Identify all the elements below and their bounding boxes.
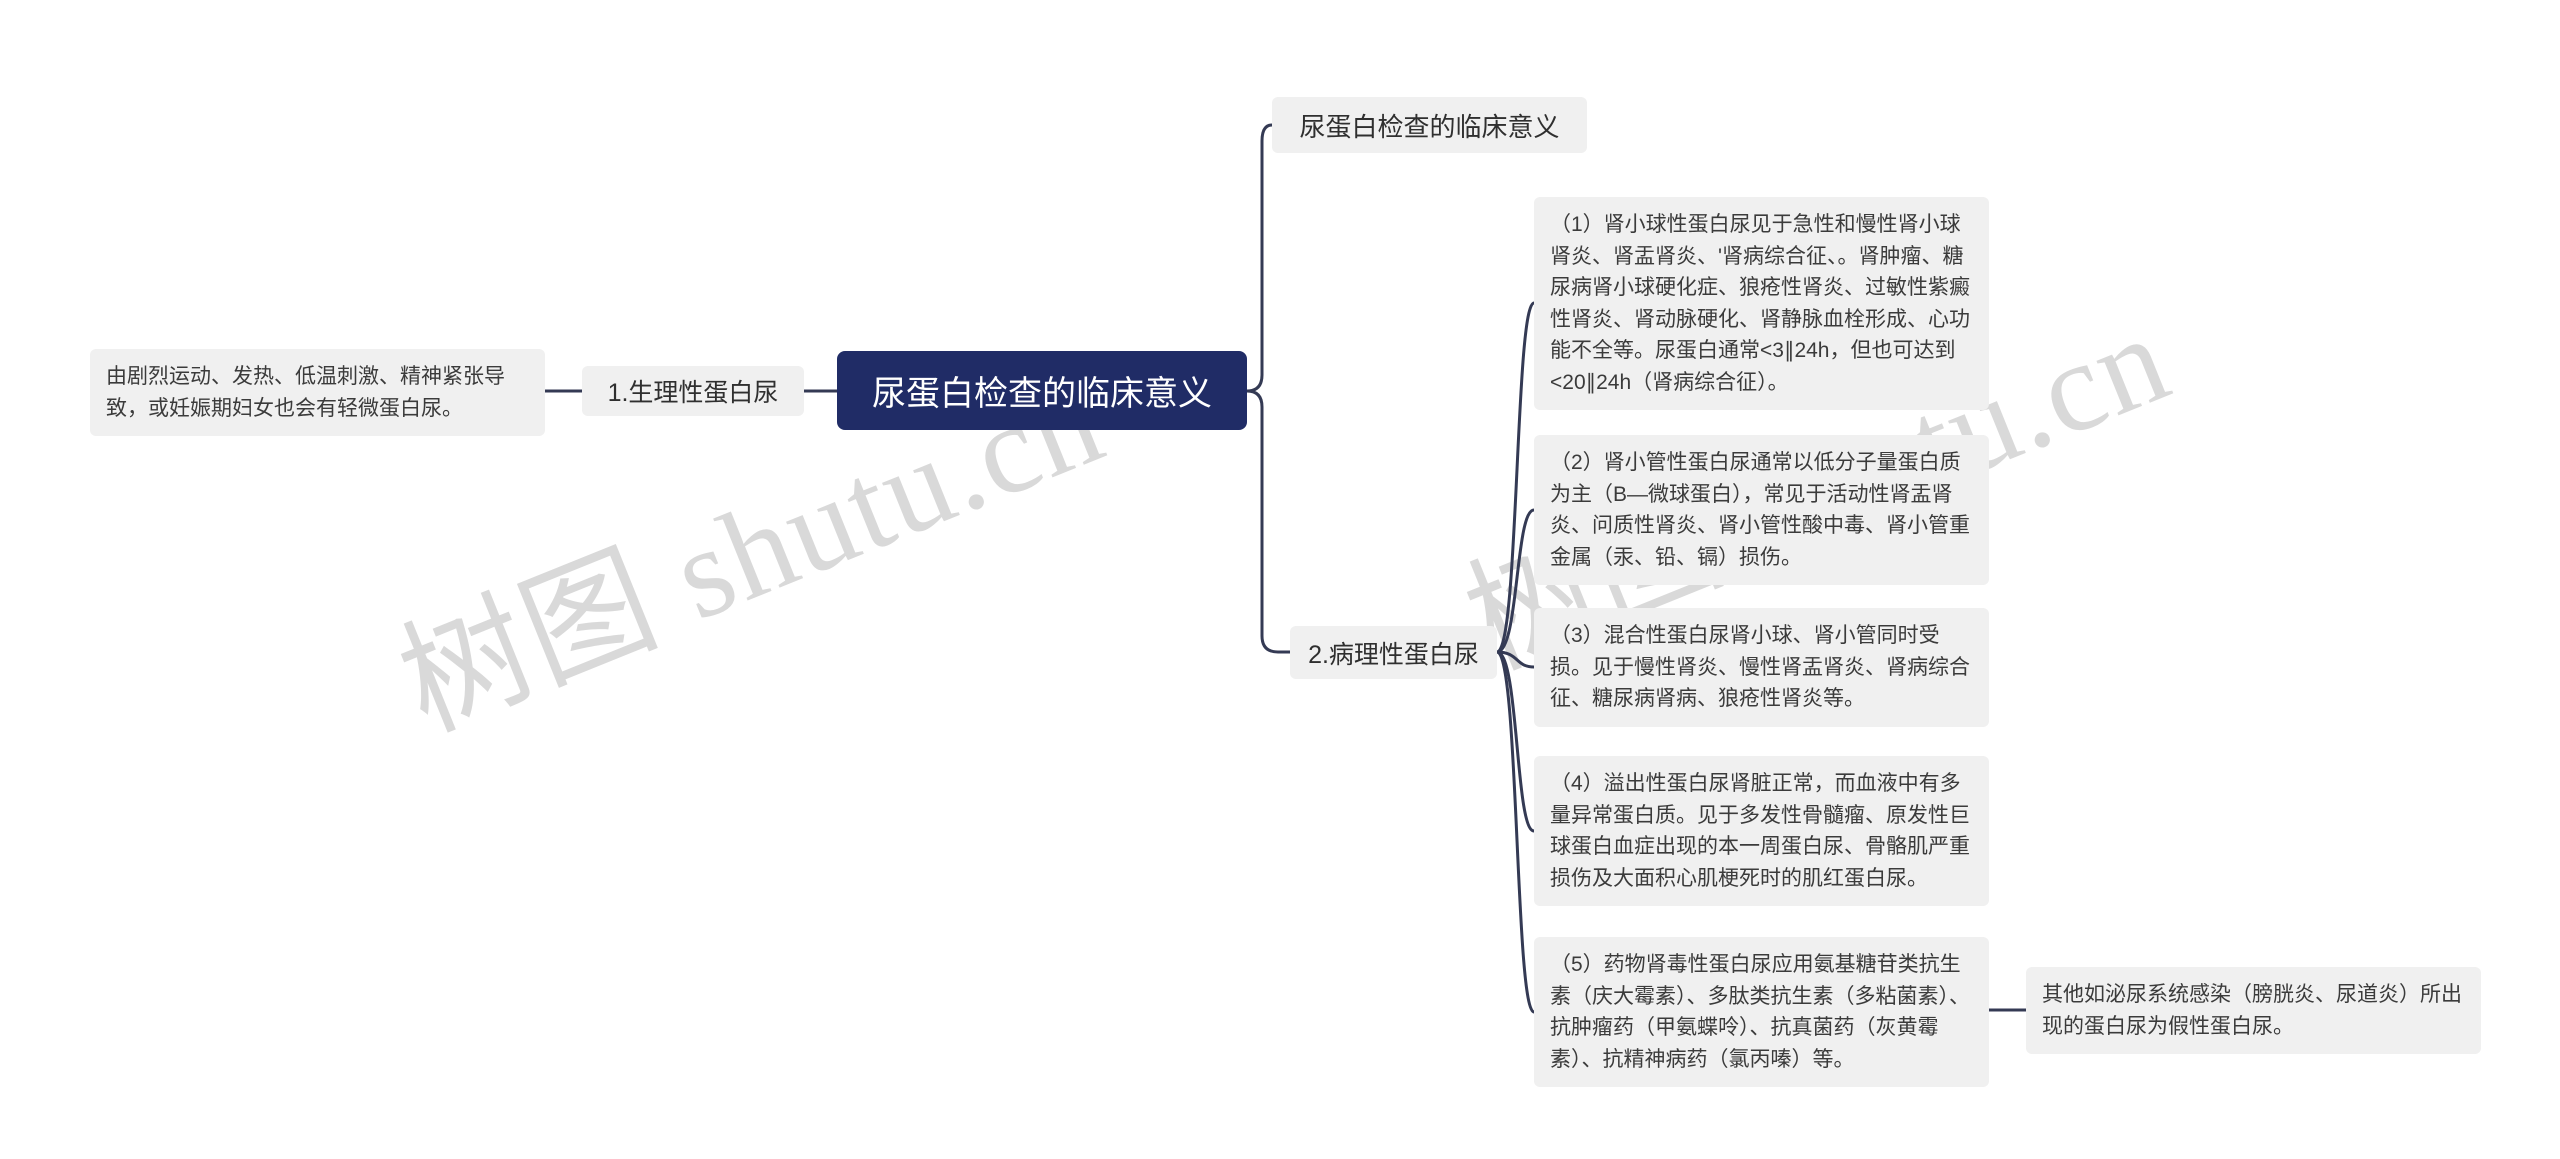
pathological-item-4[interactable]: （4）溢出性蛋白尿肾脏正常，而血液中有多量异常蛋白质。见于多发性骨髓瘤、原发性巨… bbox=[1534, 756, 1989, 906]
physiological-detail-node[interactable]: 由剧烈运动、发热、低温刺激、精神紧张导致，或妊娠期妇女也会有轻微蛋白尿。 bbox=[90, 349, 545, 436]
edge-pathological-item-3 bbox=[1495, 650, 1536, 669]
pathological-item-1[interactable]: （1）肾小球性蛋白尿见于急性和慢性肾小球肾炎、肾盂肾炎、'肾病综合征、。肾肿瘤、… bbox=[1534, 197, 1989, 410]
pathological-item-2[interactable]: （2）肾小管性蛋白尿通常以低分子量蛋白质为主（B—微球蛋白），常见于活动性肾盂肾… bbox=[1534, 435, 1989, 585]
edge-pathological-item-4 bbox=[1495, 650, 1536, 833]
edge-pathological-item-5 bbox=[1495, 650, 1536, 1014]
pathological-item-5[interactable]: （5）药物肾毒性蛋白尿应用氨基糖苷类抗生素（庆大霉素）、多肽类抗生素（多粘菌素）… bbox=[1534, 937, 1989, 1087]
edge-root-pathological bbox=[1245, 389, 1292, 654]
edge-pathological-item-2 bbox=[1495, 508, 1536, 654]
physiological-node[interactable]: 1.生理性蛋白尿 bbox=[582, 366, 804, 416]
edge-pathological-item-1 bbox=[1495, 301, 1536, 654]
pathological-item-3[interactable]: （3）混合性蛋白尿肾小球、肾小管同时受损。见于慢性肾炎、慢性肾盂肾炎、肾病综合征… bbox=[1534, 608, 1989, 727]
root-node[interactable]: 尿蛋白检查的临床意义 bbox=[837, 351, 1247, 430]
pathological-extra-note[interactable]: 其他如泌尿系统感染（膀胱炎、尿道炎）所出现的蛋白尿为假性蛋白尿。 bbox=[2026, 967, 2481, 1054]
edge-root-top-note bbox=[1245, 123, 1274, 393]
top-note-node[interactable]: 尿蛋白检查的临床意义 bbox=[1272, 97, 1587, 153]
pathological-node[interactable]: 2.病理性蛋白尿 bbox=[1290, 626, 1497, 679]
